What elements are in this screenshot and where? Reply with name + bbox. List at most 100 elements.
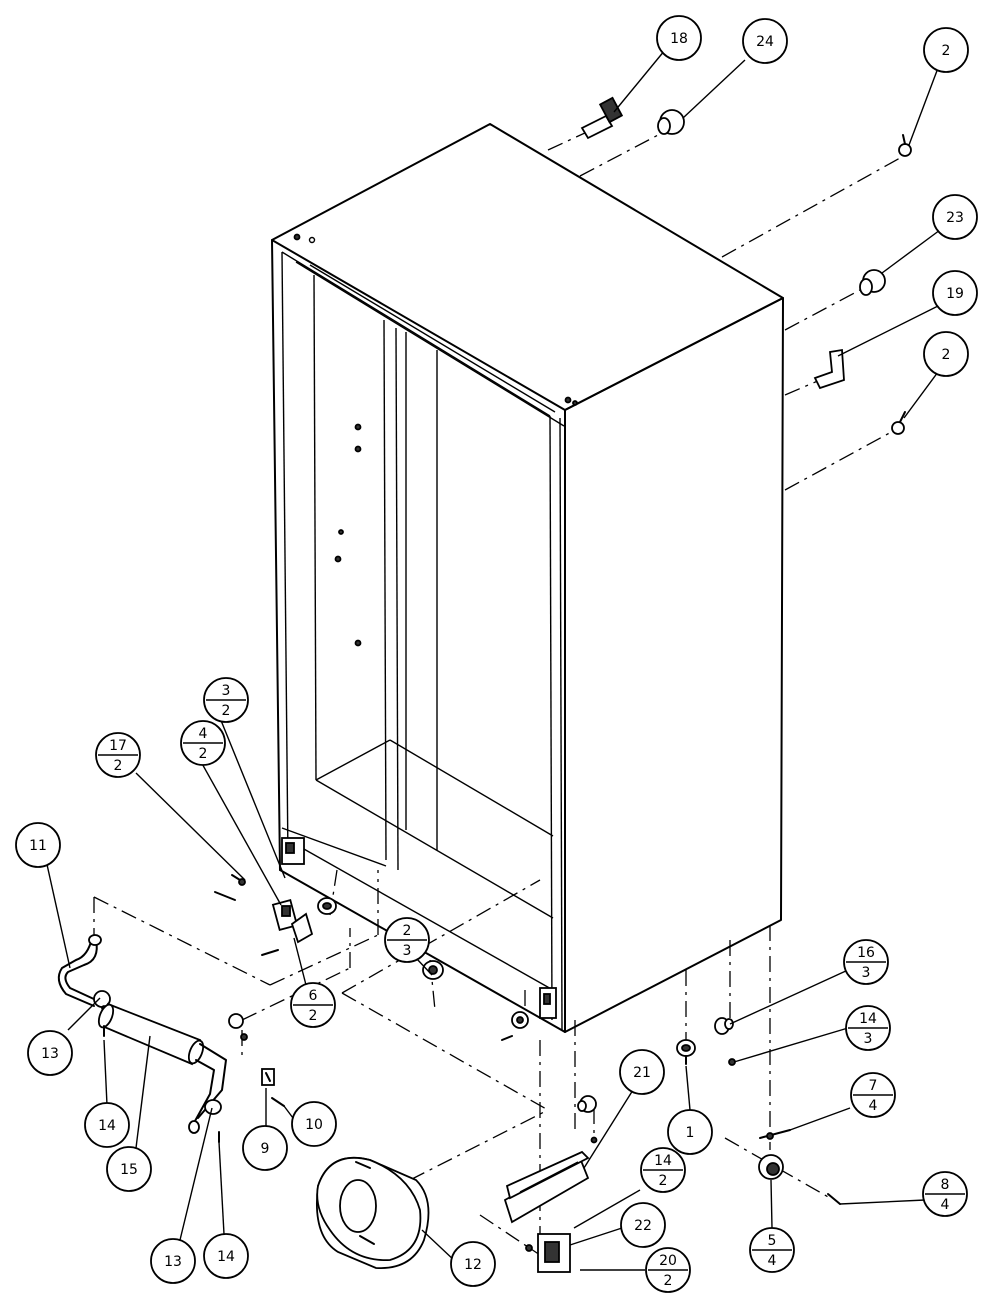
callout-21: 21 [619,1049,665,1095]
callout-14-2-bottom: 2 [659,1173,668,1189]
callout-1: 1 [667,1109,713,1155]
callout-14-3-top: 14 [859,1011,877,1027]
part-10-screw [271,1097,285,1107]
part-roller-left [317,897,337,915]
callout-8-4: 8 4 [922,1171,968,1217]
part-11-tube [57,934,102,1007]
callout-2-3: 2 3 [384,917,430,963]
callout-11: 11 [15,822,61,868]
callout-10-label: 10 [305,1117,323,1133]
callout-3-2-top: 3 [222,683,231,699]
callout-2-side-label: 2 [942,347,951,363]
part-24-plug [657,109,685,135]
callout-2-top: 2 [923,27,969,73]
callout-14-bottom: 14 [203,1233,249,1279]
part-15-tube-outlet [188,1043,227,1134]
part-hinge-bracket-right [539,987,557,1019]
part-7-4-screw [759,1129,791,1140]
callout-16-3-bottom: 3 [862,965,871,981]
callout-14-2-top: 14 [654,1153,672,1169]
callout-10: 10 [291,1101,337,1147]
callout-13-left-label: 13 [41,1046,59,1062]
callout-17-2-top: 17 [109,738,127,754]
part-roller-right [501,1011,529,1041]
part-bracket-6 [228,1013,248,1041]
callout-15-label: 15 [120,1162,138,1178]
part-2-3-roller [422,960,444,980]
callout-2-side: 2 [923,331,969,377]
callout-20-2-bottom: 2 [664,1273,673,1289]
callout-8-4-top: 8 [941,1177,950,1193]
callout-4-2-bottom: 2 [199,746,208,762]
callout-18-label: 18 [670,31,688,47]
part-21-bracket [503,1150,590,1224]
callout-21-label: 21 [633,1065,651,1081]
callout-5-4: 5 4 [749,1227,795,1273]
parts [57,96,912,1273]
callout-23-label: 23 [946,210,964,226]
callout-1-label: 1 [686,1125,695,1141]
callout-14-bottom-label: 14 [217,1249,235,1265]
callout-9: 9 [242,1125,288,1171]
callout-5-4-bottom: 4 [768,1253,777,1269]
callout-7-4-bottom: 4 [869,1098,878,1114]
cabinet [271,123,784,1033]
callout-8-4-bottom: 4 [941,1197,950,1213]
part-9-clip [261,1068,275,1086]
callout-4-2-top: 4 [199,726,208,742]
part-23-plug [859,269,886,296]
callout-12: 12 [450,1241,496,1287]
callout-24-label: 24 [756,34,774,50]
part-14-screws [103,1025,220,1143]
callout-13-bottom-label: 13 [164,1254,182,1270]
part-8-4-pin [827,1193,841,1205]
part-15-tube-body [97,1002,205,1066]
callout-20-2: 20 2 [645,1247,691,1293]
callout-9-label: 9 [261,1141,270,1157]
part-19-elbow [813,348,845,390]
callout-15: 15 [106,1146,152,1192]
part-5-4-wheel [758,1154,784,1180]
part-hinge-bracket-left [271,837,314,944]
callout-6-2: 6 2 [290,982,336,1028]
callout-2-top-label: 2 [942,43,951,59]
callout-14-left-label: 14 [98,1118,116,1134]
callout-12-label: 12 [464,1257,482,1273]
part-2-screw-side [891,411,906,435]
callout-3-2-bottom: 2 [222,703,231,719]
callout-16-3: 16 3 [843,939,889,985]
callout-3-2: 3 2 [203,677,249,723]
callout-5-4-top: 5 [768,1233,777,1249]
part-1-leveling-leg [676,1039,696,1065]
callout-13-left: 13 [27,1030,73,1076]
callout-2-3-top: 2 [403,923,412,939]
callout-16-3-top: 16 [857,945,875,961]
part-12-insulation-ring [316,1156,430,1269]
callout-20-2-top: 20 [659,1253,677,1269]
callout-22-label: 22 [634,1218,652,1234]
part-16-3-clip [714,1017,734,1035]
callout-22: 22 [620,1202,666,1248]
callout-14-left: 14 [84,1102,130,1148]
callout-7-4: 7 4 [850,1072,896,1118]
callout-6-2-bottom: 2 [309,1008,318,1024]
callout-14-3-bottom: 3 [864,1031,873,1047]
callout-14-3: 14 3 [845,1005,891,1051]
callout-4-2: 4 2 [180,720,226,766]
callout-19-label: 19 [946,286,964,302]
callout-14-2: 14 2 [640,1147,686,1193]
callout-2-3-bottom: 3 [403,943,412,959]
callout-24: 24 [742,18,788,64]
callout-11-label: 11 [29,838,47,854]
part-roller-small [577,1095,598,1144]
callout-19: 19 [932,270,978,316]
callout-6-2-top: 6 [309,988,318,1004]
callout-13-bottom: 13 [150,1238,196,1284]
part-18-leg-screw [580,96,624,140]
part-17-screw [214,874,279,956]
callout-7-4-top: 7 [869,1078,878,1094]
callout-leaders [45,49,941,1271]
callout-17-2: 17 2 [95,732,141,778]
callout-23: 23 [932,194,978,240]
